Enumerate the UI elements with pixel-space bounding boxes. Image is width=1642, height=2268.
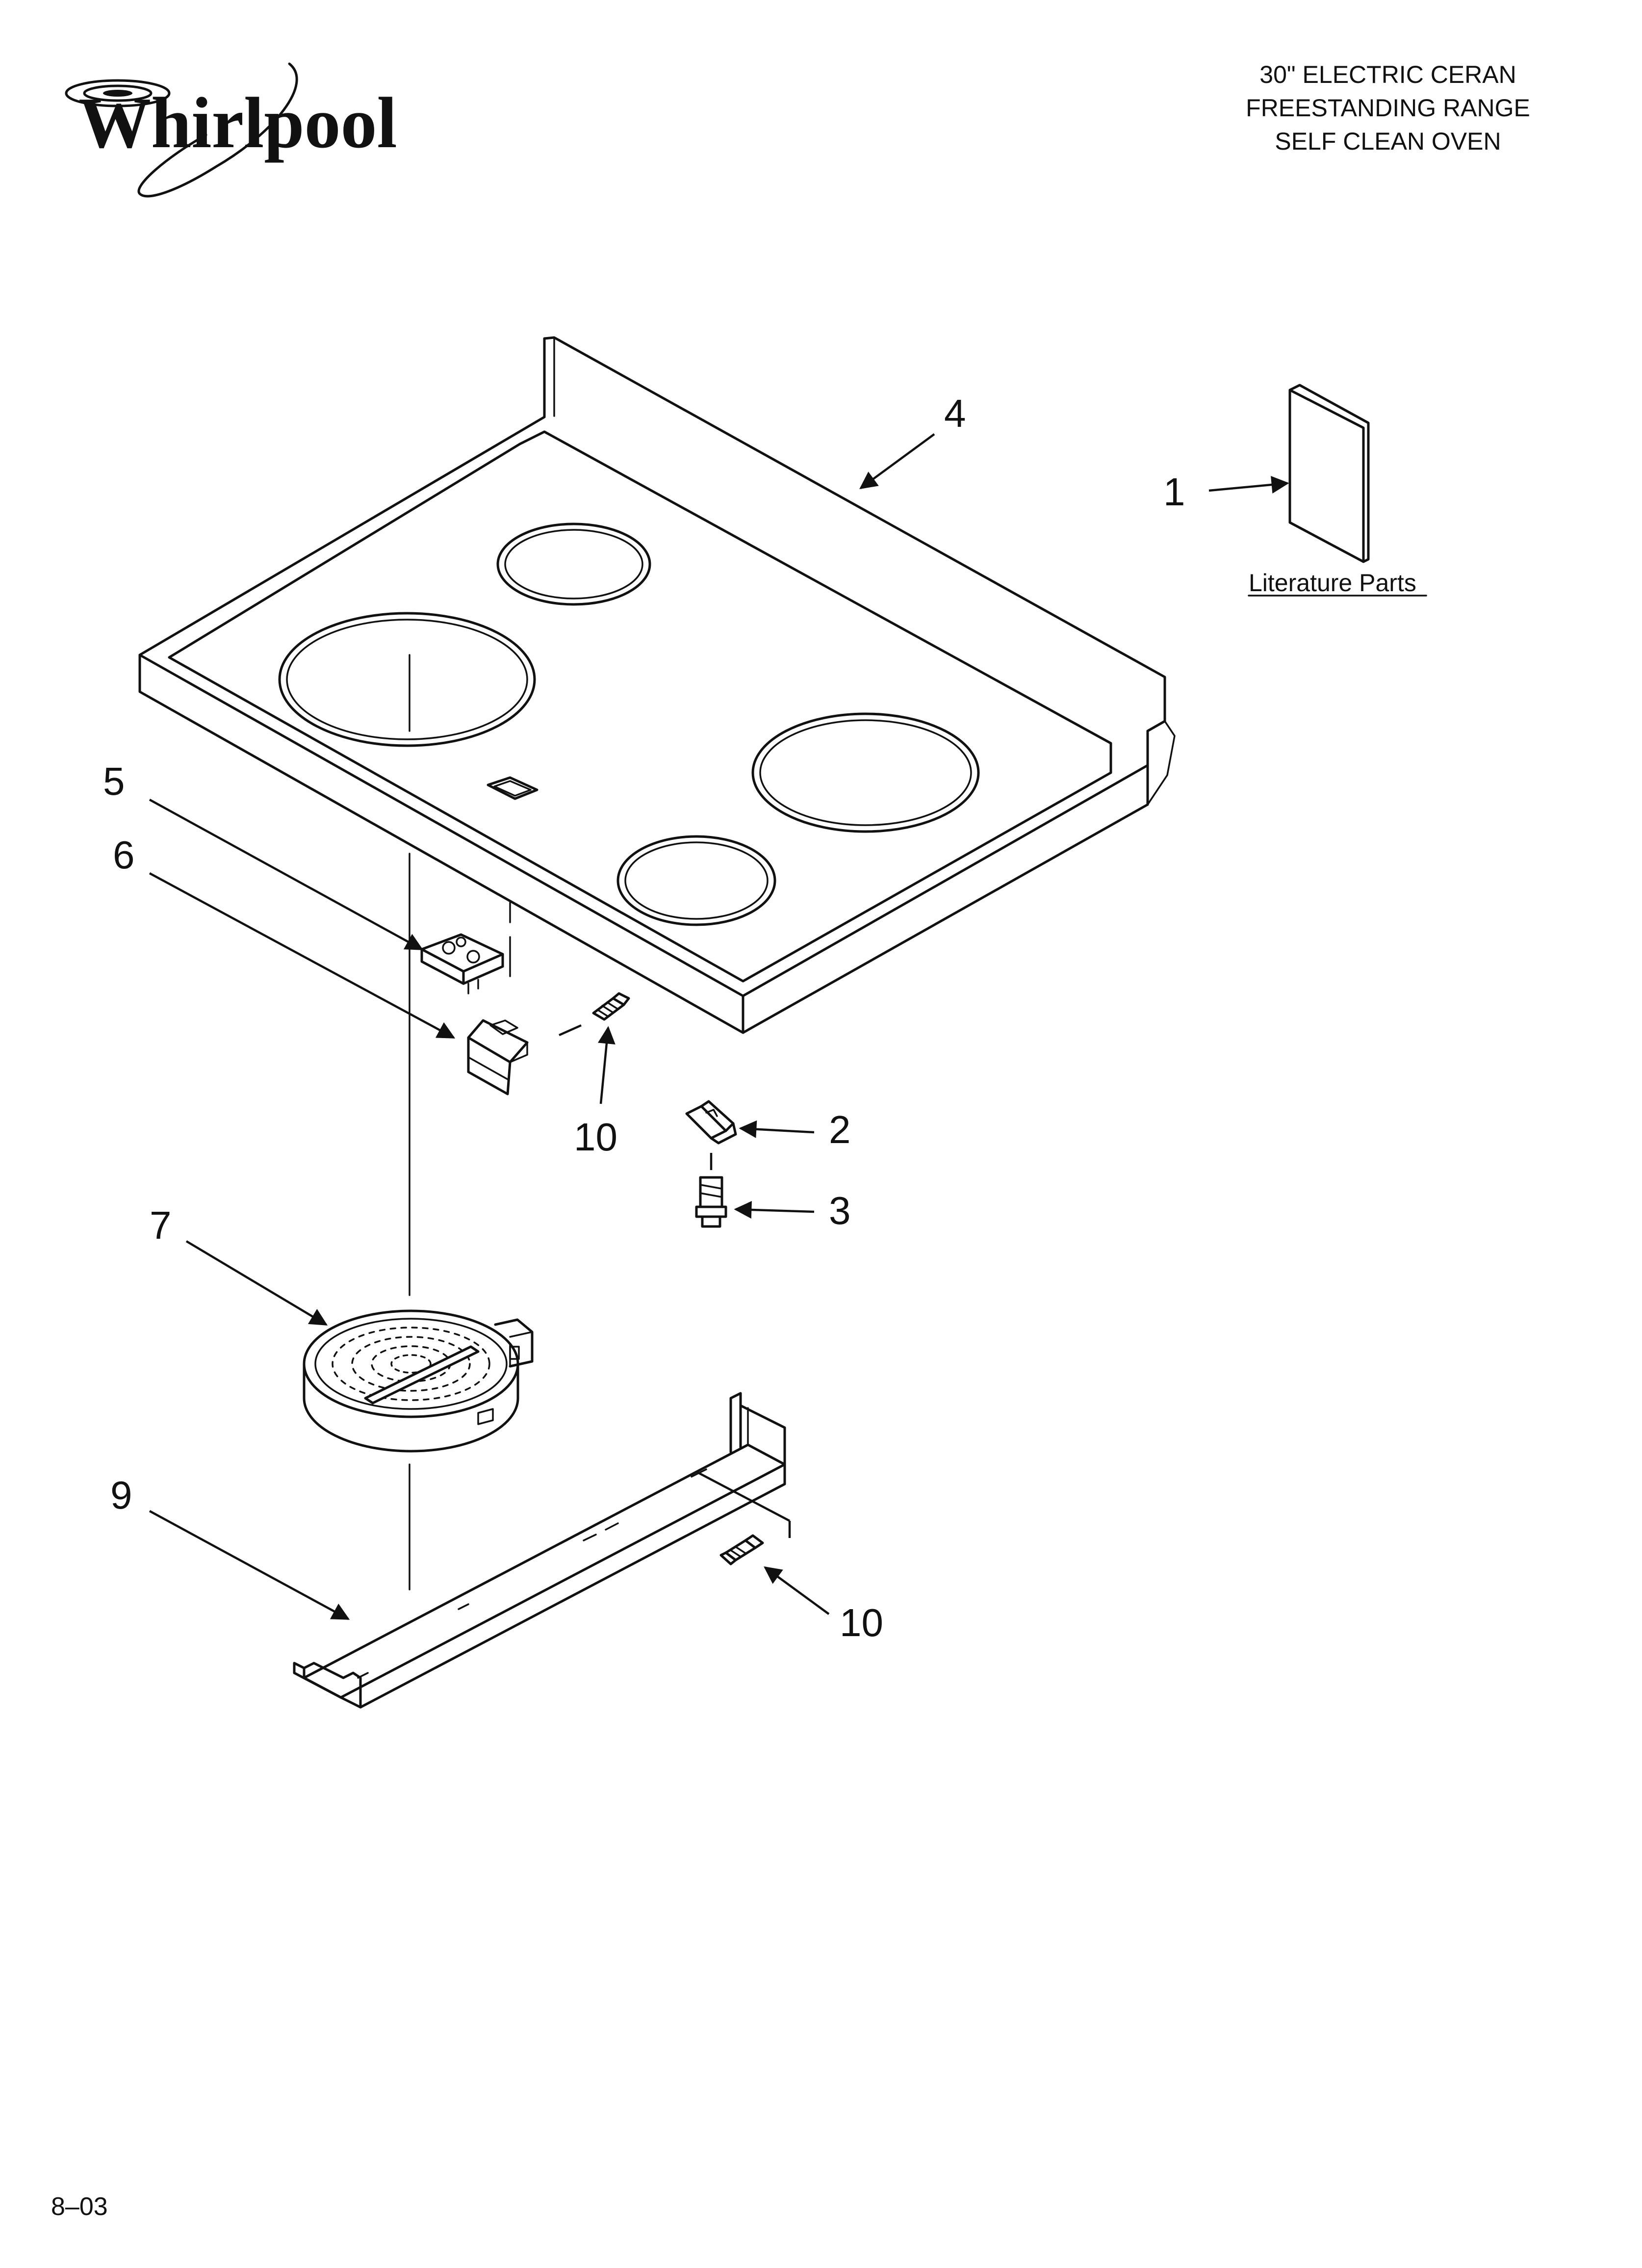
leader-3 [734, 1201, 815, 1219]
part-screw-3 [695, 1176, 727, 1228]
burner-front-left [278, 612, 536, 747]
brand-logo: Whirlpool [65, 62, 397, 198]
leader-10a [597, 1026, 616, 1104]
logo-swirl-mid [83, 84, 153, 102]
part-radiant-element [303, 1309, 534, 1453]
leader-4 [859, 433, 935, 490]
leader-9 [149, 1510, 350, 1620]
callout-10b: 10 [840, 1601, 883, 1644]
callout-4: 4 [944, 391, 966, 435]
title-line-1: 30" ELECTRIC CERAN [1259, 61, 1516, 88]
callout-5: 5 [103, 759, 125, 803]
logo-swirl-core [103, 90, 132, 97]
callout-7: 7 [150, 1203, 172, 1247]
cooktop-backguard [543, 336, 1166, 732]
leader-10b [764, 1566, 830, 1615]
brand-wordmark: Whirlpool [78, 83, 397, 163]
footer-code: 8–03 [51, 2192, 108, 2221]
leader-7 [185, 1240, 328, 1326]
callout-6: 6 [113, 833, 135, 877]
title-line-3: SELF CLEAN OVEN [1275, 128, 1501, 155]
leader-2 [739, 1120, 815, 1138]
cooktop-top-edge [138, 653, 1166, 997]
callout-2: 2 [829, 1108, 851, 1151]
part-screw-lower [719, 1534, 764, 1565]
part-cooktop [138, 336, 1176, 1034]
burner-rear-right [751, 712, 980, 833]
burner-rear-left [496, 522, 651, 606]
part-clip [685, 1100, 737, 1145]
cooktop-front-edge [138, 416, 744, 1034]
leader-6 [149, 872, 456, 1039]
callout-3: 3 [829, 1189, 851, 1232]
callout-9: 9 [110, 1473, 132, 1517]
logo-swoosh [137, 62, 298, 198]
logo-swirl-outer [65, 79, 171, 107]
rail-top-surface [303, 1443, 786, 1699]
callout-10a: 10 [574, 1115, 617, 1159]
part-screw-upper [592, 992, 630, 1021]
element-limiter-rod [364, 1345, 480, 1405]
literature-parts-label: Literature Parts [1249, 569, 1416, 597]
part-indicator-switch [420, 902, 511, 994]
leader-5 [149, 799, 424, 950]
leader-1 [1208, 476, 1289, 494]
callout-1: 1 [1163, 470, 1185, 514]
title-line-2: FREESTANDING RANGE [1246, 94, 1530, 122]
hot-surface-indicator [487, 776, 539, 800]
part-literature: Literature Parts 1 [1163, 384, 1427, 597]
literature-booklet [1288, 389, 1365, 563]
title-block: 30" ELECTRIC CERAN FREESTANDING RANGE SE… [1167, 58, 1609, 158]
cooktop-glass-panel [168, 430, 1112, 983]
burner-front-right [616, 835, 776, 926]
part-support-rail [293, 1392, 786, 1709]
part-bracket [467, 1019, 529, 1095]
